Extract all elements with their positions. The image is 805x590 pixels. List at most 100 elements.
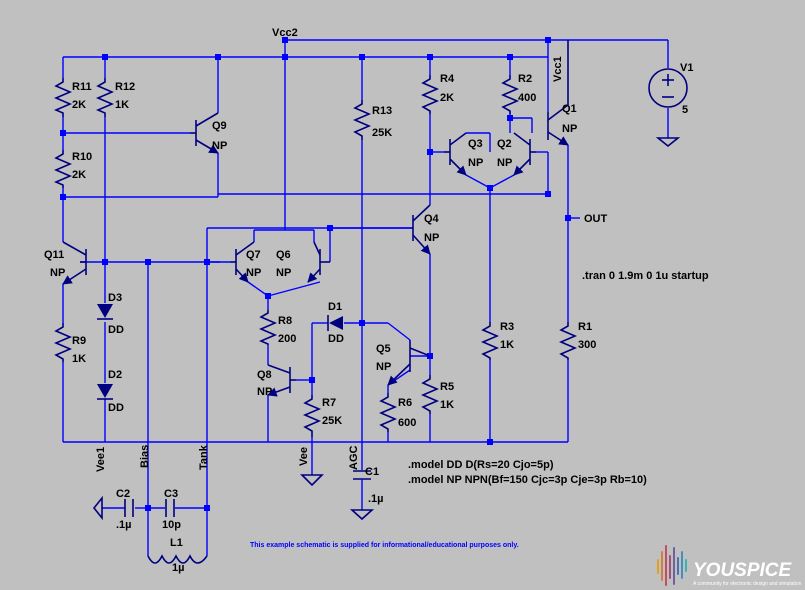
value-c2: .1µ [116,519,132,531]
transistor-q7[interactable] [230,241,255,283]
label-r10: R10 [72,151,92,163]
resistor-r1[interactable] [558,322,578,360]
voltage-source-v1[interactable] [648,68,688,108]
ground-symbols [92,137,681,521]
model-d1: DD [328,333,344,345]
logo-tagline: A community for electronic design and si… [693,581,802,587]
diodes [97,304,343,400]
transistor-q3[interactable] [444,132,467,176]
model-q11: NP [50,267,65,279]
net-label-out: OUT [584,213,608,225]
diode-d2[interactable] [97,384,113,400]
model-q4: NP [424,232,439,244]
inductor-l1[interactable] [147,554,208,564]
model-q2: NP [497,157,512,169]
label-d1: D1 [328,301,342,313]
transistors [62,40,569,397]
net-label-vcc2: Vcc2 [272,27,298,39]
resistor-r10[interactable] [53,150,73,188]
resistor-r9[interactable] [53,323,73,362]
label-r11: R11 [72,81,92,93]
value-r13: 25K [372,127,392,139]
logo-wordmark: YOUSPICE [693,560,793,581]
resistor-r3[interactable] [480,322,500,360]
net-label-vee1: Vee1 [95,447,107,472]
model-q7: NP [246,267,261,279]
label-r6: R6 [398,397,412,409]
ground-icon [349,509,375,521]
label-r7: R7 [322,397,336,409]
value-r8: 200 [278,333,296,345]
resistor-r8[interactable] [258,310,278,345]
label-r3: R3 [500,321,514,333]
label-q9: Q9 [212,120,227,132]
transistor-q1[interactable] [547,40,569,146]
value-r2: 400 [518,92,536,104]
resistors [53,75,578,437]
label-q4: Q4 [424,213,440,225]
label-v1: V1 [680,62,693,74]
label-c3: C3 [164,488,178,500]
label-d2: D2 [108,369,122,381]
diode-d1[interactable] [327,315,343,331]
label-r8: R8 [278,315,292,327]
net-label-vcc1: Vcc1 [552,56,564,82]
value-c1: .1µ [368,493,384,505]
capacitor-c3[interactable] [165,499,175,517]
transistor-q5[interactable] [387,340,431,386]
ground-icon [655,137,681,148]
capacitor-c1[interactable] [353,470,371,498]
value-r10: 2K [72,169,86,181]
label-q2: Q2 [497,138,512,150]
directive-model-dd: .model DD D(Rs=20 Cjo=5p) [408,459,554,471]
resistor-r4[interactable] [420,75,440,114]
label-r4: R4 [440,73,455,85]
label-q6: Q6 [276,249,291,261]
resistor-r5[interactable] [420,375,440,414]
model-d2: DD [108,402,124,414]
value-r12: 1K [115,99,129,111]
labels: Vcc2 Vcc1 OUT Vee1 Bias Tank Vee AGC R11… [44,27,709,574]
model-q6: NP [276,267,291,279]
label-q8: Q8 [257,369,272,381]
label-d3: D3 [108,292,122,304]
resistor-r13[interactable] [352,100,372,140]
resistor-r2[interactable] [500,75,520,114]
label-c2: C2 [116,488,130,500]
resistor-r6[interactable] [378,393,398,432]
model-q3: NP [468,157,483,169]
model-q1: NP [562,123,577,135]
transistor-q4[interactable] [412,204,431,255]
label-c1: C1 [365,466,379,478]
diode-d3[interactable] [97,304,113,320]
label-r13: R13 [372,105,392,117]
label-r5: R5 [440,381,454,393]
label-q7: Q7 [246,249,261,261]
value-r5: 1K [440,399,454,411]
model-q9: NP [212,140,227,152]
value-r9: 1K [72,353,86,365]
directive-model-np: .model NP NPN(Bf=150 Cjc=3p Cje=3p Rb=10… [408,474,647,486]
label-q1: Q1 [562,103,577,115]
resistor-r12[interactable] [95,78,115,117]
capacitor-c2[interactable] [124,499,134,517]
model-d3: DD [108,324,124,336]
transistor-q8[interactable] [267,364,296,397]
label-q11: Q11 [44,249,64,261]
value-r7: 25K [322,415,342,427]
value-r6: 600 [398,417,416,429]
model-q8: NP [257,386,272,398]
transistor-q2[interactable] [513,132,536,176]
net-label-agc: AGC [348,446,360,471]
value-r3: 1K [500,339,514,351]
resistor-r7[interactable] [302,395,322,437]
transistor-q11[interactable] [62,241,87,285]
transistor-q9[interactable] [190,112,219,154]
waveform-logo-icon [657,545,687,586]
capacitors [124,470,371,517]
label-l1: L1 [170,537,183,549]
value-r4: 2K [440,92,454,104]
transistor-q6[interactable] [307,241,330,283]
resistor-r11[interactable] [53,78,73,117]
